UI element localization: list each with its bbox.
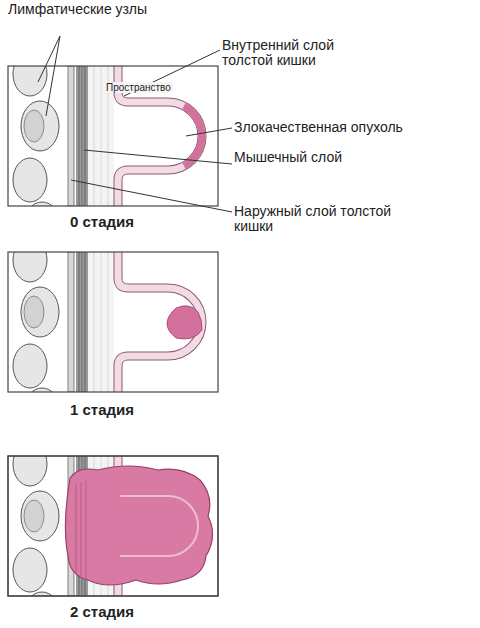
lymph-node-label: Лимфатические узлы (8, 2, 158, 17)
outer-layer-label: Наружный слой толстой кишки (234, 204, 394, 235)
space-label: Пространство (104, 82, 173, 93)
stage-caption: 0 стадия (70, 214, 134, 231)
tumor-label: Злокачественная опухоль (234, 120, 464, 135)
muscle-layer-label: Мышечный слой (234, 150, 354, 165)
stage-caption: 1 стадия (70, 402, 134, 419)
stage-caption: 2 стадия (70, 604, 134, 621)
inner-layer-label: Внутренний слой толстой кишки (222, 38, 382, 69)
